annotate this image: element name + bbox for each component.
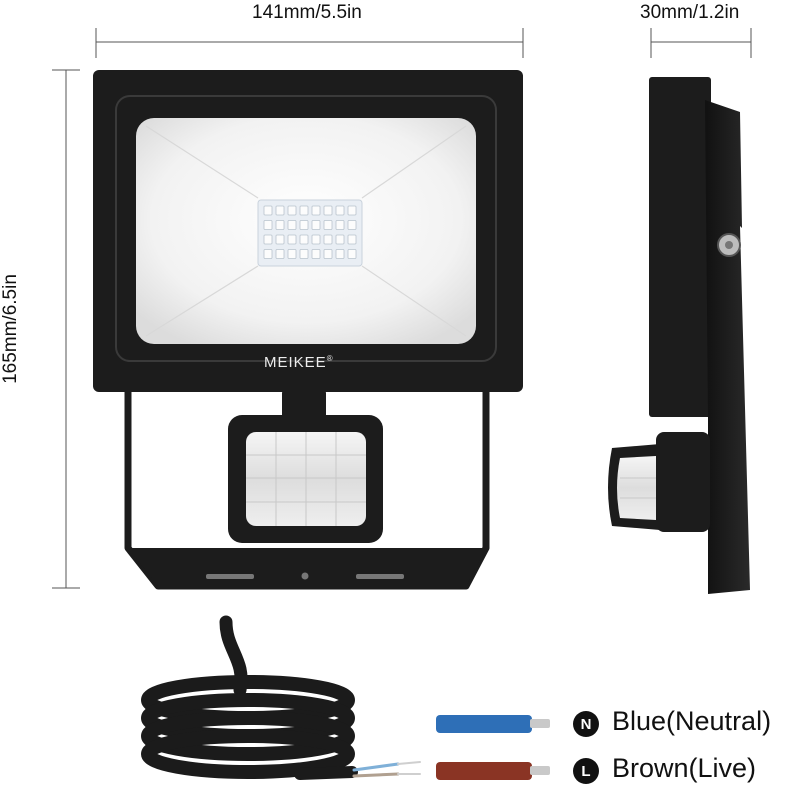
height-dimension-label: 165mm/6.5in bbox=[0, 274, 21, 384]
led-chip bbox=[347, 249, 357, 259]
live-badge: L bbox=[573, 758, 599, 784]
led-chip-array bbox=[257, 199, 363, 267]
led-chip bbox=[275, 220, 285, 230]
led-chip bbox=[263, 205, 273, 216]
wire-swatch-neutral bbox=[436, 715, 550, 733]
led-chip bbox=[311, 205, 321, 216]
led-chip bbox=[287, 234, 297, 245]
led-chip bbox=[311, 234, 321, 245]
mounting-bracket bbox=[124, 392, 490, 590]
led-chip bbox=[275, 205, 285, 216]
neutral-wire-label: Blue(Neutral) bbox=[612, 706, 772, 736]
led-chip bbox=[275, 249, 285, 259]
led-chip bbox=[263, 234, 273, 245]
led-chip bbox=[287, 220, 297, 230]
led-chip bbox=[299, 234, 309, 245]
brand-logo: MEIKEE® bbox=[264, 354, 334, 371]
led-chip bbox=[335, 234, 345, 245]
floodlight-front-housing bbox=[93, 70, 523, 392]
led-chip bbox=[275, 234, 285, 245]
live-wire-label: Brown(Live) bbox=[612, 753, 757, 783]
led-chip bbox=[299, 205, 309, 216]
led-chip bbox=[263, 220, 273, 230]
floodlight-side-view bbox=[608, 77, 750, 594]
registered-mark: ® bbox=[326, 354, 334, 363]
led-chip bbox=[323, 249, 333, 259]
sensor-stem bbox=[282, 388, 326, 422]
led-chip bbox=[287, 249, 297, 259]
led-chip bbox=[299, 220, 309, 230]
led-chip bbox=[347, 205, 357, 216]
led-chip bbox=[323, 220, 333, 230]
led-chip bbox=[311, 220, 321, 230]
led-chip bbox=[311, 249, 321, 259]
neutral-badge: N bbox=[573, 711, 599, 737]
depth-dimension-line bbox=[650, 28, 752, 58]
led-chip bbox=[347, 220, 357, 230]
coiled-power-cable bbox=[141, 615, 358, 780]
motion-sensor-front bbox=[228, 415, 383, 543]
led-chip bbox=[335, 220, 345, 230]
led-chip bbox=[323, 234, 333, 245]
led-chip bbox=[335, 205, 345, 216]
width-dimension-label: 141mm/5.5in bbox=[252, 2, 362, 23]
led-chip bbox=[287, 205, 297, 216]
height-dimension-line bbox=[52, 69, 80, 589]
led-chip bbox=[299, 249, 309, 259]
motion-sensor-side bbox=[656, 432, 710, 532]
wire-swatch-live bbox=[436, 762, 550, 780]
led-chip bbox=[263, 249, 273, 259]
led-chip bbox=[335, 249, 345, 259]
brand-logo-text: MEIKEE bbox=[264, 354, 327, 371]
depth-dimension-label: 30mm/1.2in bbox=[640, 2, 740, 23]
led-chip bbox=[347, 234, 357, 245]
cable-wire-ends bbox=[352, 761, 421, 778]
width-dimension-line bbox=[95, 28, 524, 58]
led-chip bbox=[323, 205, 333, 216]
